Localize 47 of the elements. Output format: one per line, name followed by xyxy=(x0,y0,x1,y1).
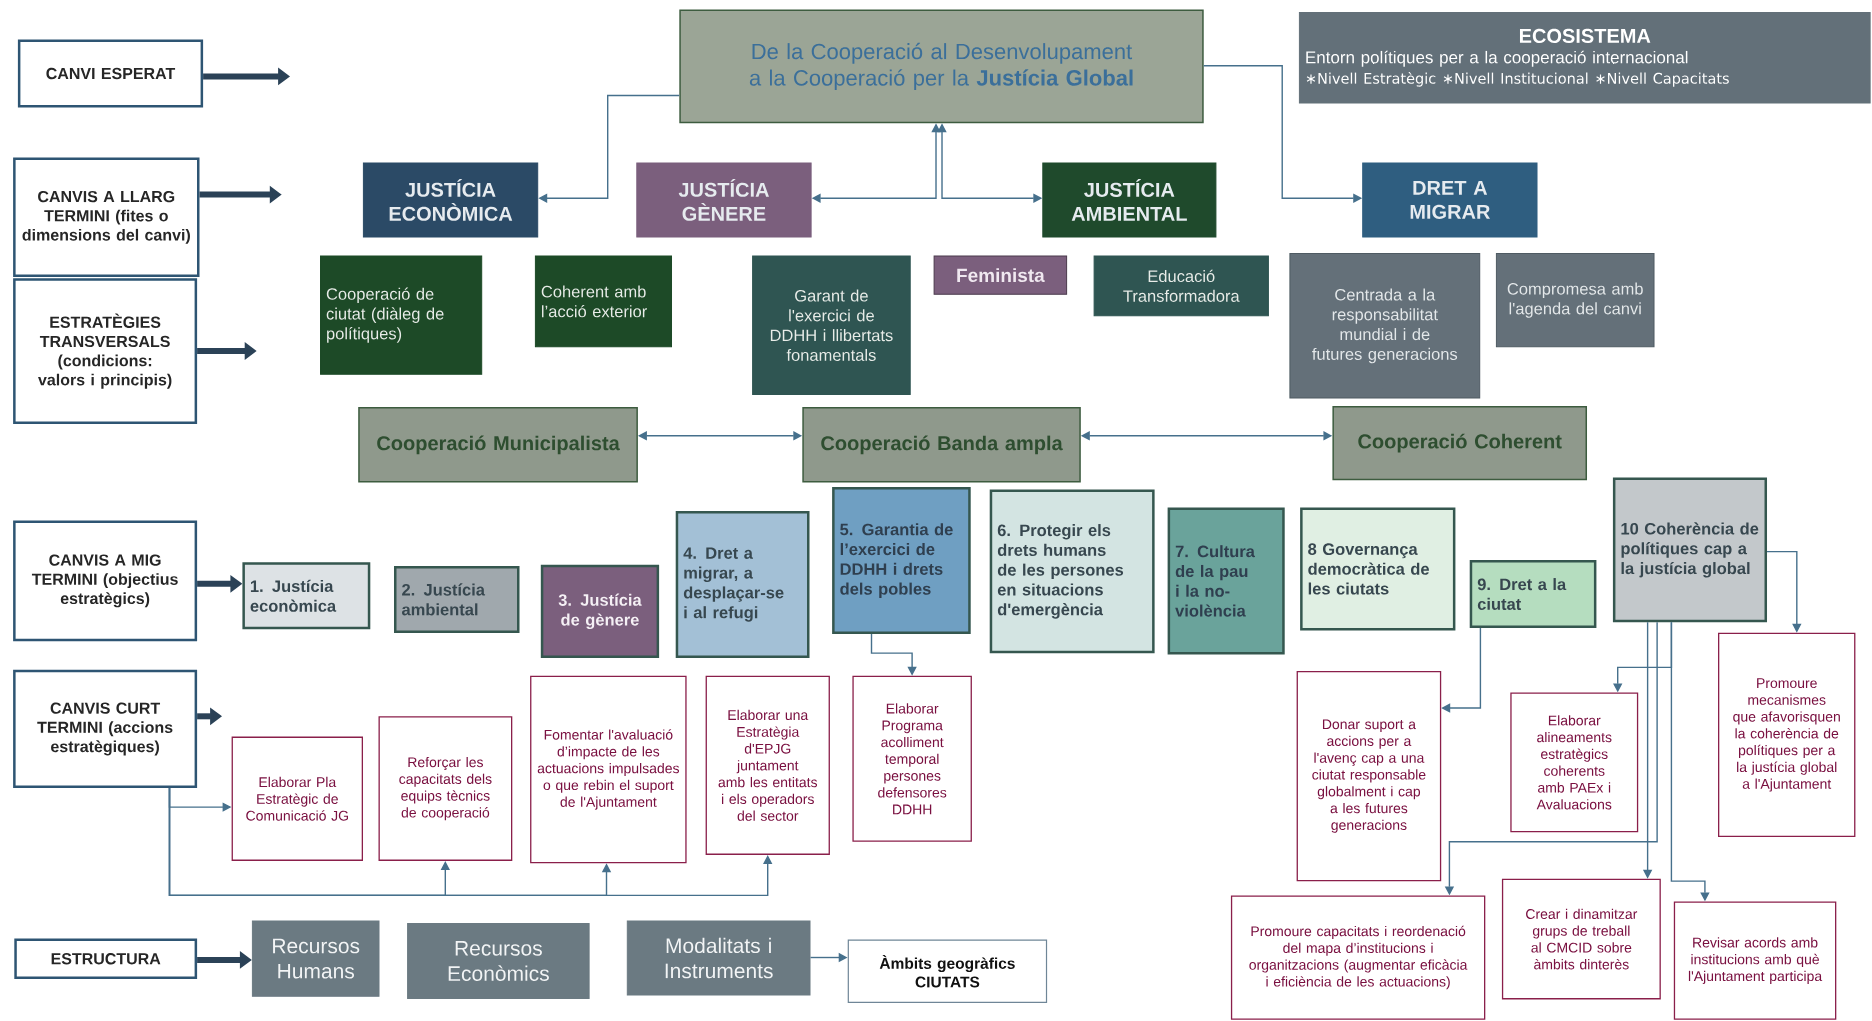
objective-box: 3. Justícia de gènere xyxy=(540,564,660,658)
action-box: Promoure mecanismes que afavorisquen la coherència de polítiques per a la justícia global a l'Ajuntament xyxy=(1718,632,1856,838)
scope-box: Àmbits geogràfics CIUTATS xyxy=(847,939,1048,1003)
strategy-box: Centrada a la responsabilitat mundial i de futures generacions xyxy=(1289,253,1481,399)
resource-box: Modalitats i Instruments xyxy=(626,920,811,996)
strategy-box: Compromesa amb l'agenda del canvi xyxy=(1495,253,1655,348)
dimension-box: JUSTÍCIA GÈNERE xyxy=(636,162,812,238)
action-box: Elaborar Pla Estratègic de Comunicació JG xyxy=(231,736,363,861)
objective-box: 2. Justícia ambiental xyxy=(394,565,520,633)
objective-box: 9. Dret a la ciutat xyxy=(1469,559,1597,629)
objective-box: 1. Justícia econòmica xyxy=(242,562,371,630)
objective-box: 7. Cultura de la pau i la no-violència xyxy=(1167,507,1285,655)
resource-box: Recursos Humans xyxy=(251,920,380,997)
action-box: Elaborar una Estratègia d'EPJG juntament amb les entitats i els operadors del sector xyxy=(705,675,830,855)
strategy-box: Cooperació de ciutat (diàleg de polítiques) xyxy=(320,255,483,375)
dimension-box: JUSTÍCIA AMBIENTAL xyxy=(1042,162,1217,238)
resource-box: Recursos Econòmics xyxy=(407,922,590,1000)
action-box: Fomentar l'avaluació d’impacte de les actuacions impulsades o que rebin el suport de l'Ajuntament xyxy=(530,675,687,864)
level-box: CANVI ESPERAT xyxy=(17,39,204,108)
cooperation-box: Cooperació Coherent xyxy=(1332,405,1587,481)
level-box: ESTRATÈGIES TRANSVERSALS (condicions: valors i principis) xyxy=(13,278,198,424)
level-box: CANVIS CURT TERMINI (accions estratègiques) xyxy=(13,669,198,789)
objective-box: 6. Protegir els drets humans de les persones en situacions d'emergència xyxy=(989,489,1155,654)
objective-box: 10 Coherència de polítiques cap a la justícia global xyxy=(1612,477,1767,623)
level-box: ESTRUCTURA xyxy=(14,938,198,980)
strategy-box: Educació Transformadora xyxy=(1093,255,1269,317)
info-box: ECOSISTEMA Entorn polítiques per a la cooperació internacional ∗Nivell Estratègic ∗Nivell Institucional ∗Nivell Capacitats xyxy=(1298,11,1871,104)
action-box: Revisar acords amb institucions amb què l'Ajuntament participa xyxy=(1673,901,1837,1020)
action-box: Elaborar Programa acolliment temporal persones defensores DDHH xyxy=(852,675,972,842)
strategy-box: Garant de l'exercici de DDHH i llibertats fonamentals xyxy=(752,255,911,395)
objective-box: 5. Garantia de l’exercici de DDHH i drets dels pobles xyxy=(832,487,971,635)
title-box: De la Cooperació al Desenvolupament a la Cooperació per la Justícia Global xyxy=(679,9,1204,124)
strategy-box: Coherent amb l’acció exterior xyxy=(534,255,672,348)
level-box: CANVIS A LLARG TERMINI (fites o dimensions del canvi) xyxy=(13,157,200,278)
strategy-box: Feminista xyxy=(933,255,1068,295)
cooperation-box: Cooperació Banda ampla xyxy=(802,407,1081,483)
dimension-box: JUSTÍCIA ECONÒMICA xyxy=(362,162,539,238)
action-box: Promoure capacitats i reordenació del mapa d’institucions i organitzacions (augmentar eficàcia i eficiència de les actuacions) xyxy=(1230,895,1486,1020)
objective-box: 8 Governança democràtica de les ciutats xyxy=(1300,507,1456,631)
objective-box: 4. Dret a migrar, a desplaçar-se i al refugi xyxy=(675,511,810,658)
dimension-box: DRET A MIGRAR xyxy=(1362,162,1538,238)
action-box: Donar suport a accions per a l'avenç cap a una ciutat responsable globalment i cap a les futures generacions xyxy=(1296,671,1442,882)
action-box: Reforçar les capacitats dels equips tècnics de cooperació xyxy=(378,716,513,861)
action-box: Crear i dinamitzar grups de treball al CMCID sobre àmbits dinterès xyxy=(1501,878,1661,1000)
action-box: Elaborar alineaments estratègics coherents amb PAEx i Avaluacions xyxy=(1510,692,1639,833)
level-box: CANVIS A MIG TERMINI (objectius estratègics) xyxy=(13,520,198,642)
cooperation-box: Cooperació Municipalista xyxy=(358,407,638,483)
